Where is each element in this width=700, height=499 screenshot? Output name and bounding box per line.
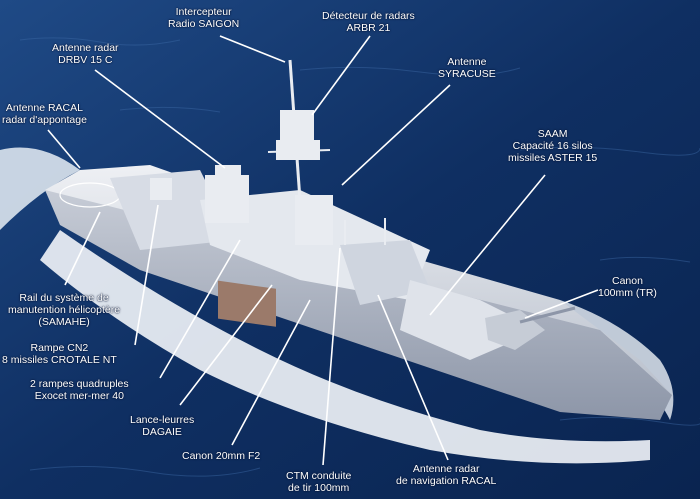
pointer-ctm [322, 247, 341, 466]
gun-barrel [519, 306, 576, 324]
label-canon20: Canon 20mm F2 [182, 450, 261, 462]
vent-panel [218, 280, 276, 327]
pointer-samahe [64, 211, 101, 286]
pointer-racal-nav [377, 294, 449, 461]
pointer-drbv [94, 69, 226, 169]
pointer-detecteur [311, 35, 371, 116]
pointer-canon100 [524, 289, 599, 319]
pointer-crotale [134, 204, 159, 346]
wake-lower [40, 230, 650, 464]
pointer-racal-top [47, 129, 81, 169]
pointer-dagaie [179, 284, 273, 406]
bridge [340, 240, 430, 305]
hangar [110, 170, 235, 250]
pointer-saam [429, 174, 546, 316]
sea-ripples [19, 37, 700, 477]
wake-stern [0, 147, 80, 230]
pointer-lines [47, 35, 599, 466]
masts [150, 59, 386, 245]
pointer-syracuse [341, 84, 451, 186]
pointer-intercepteur [219, 35, 286, 63]
pointer-exocet [159, 239, 241, 379]
pointer-canon20 [231, 299, 311, 446]
